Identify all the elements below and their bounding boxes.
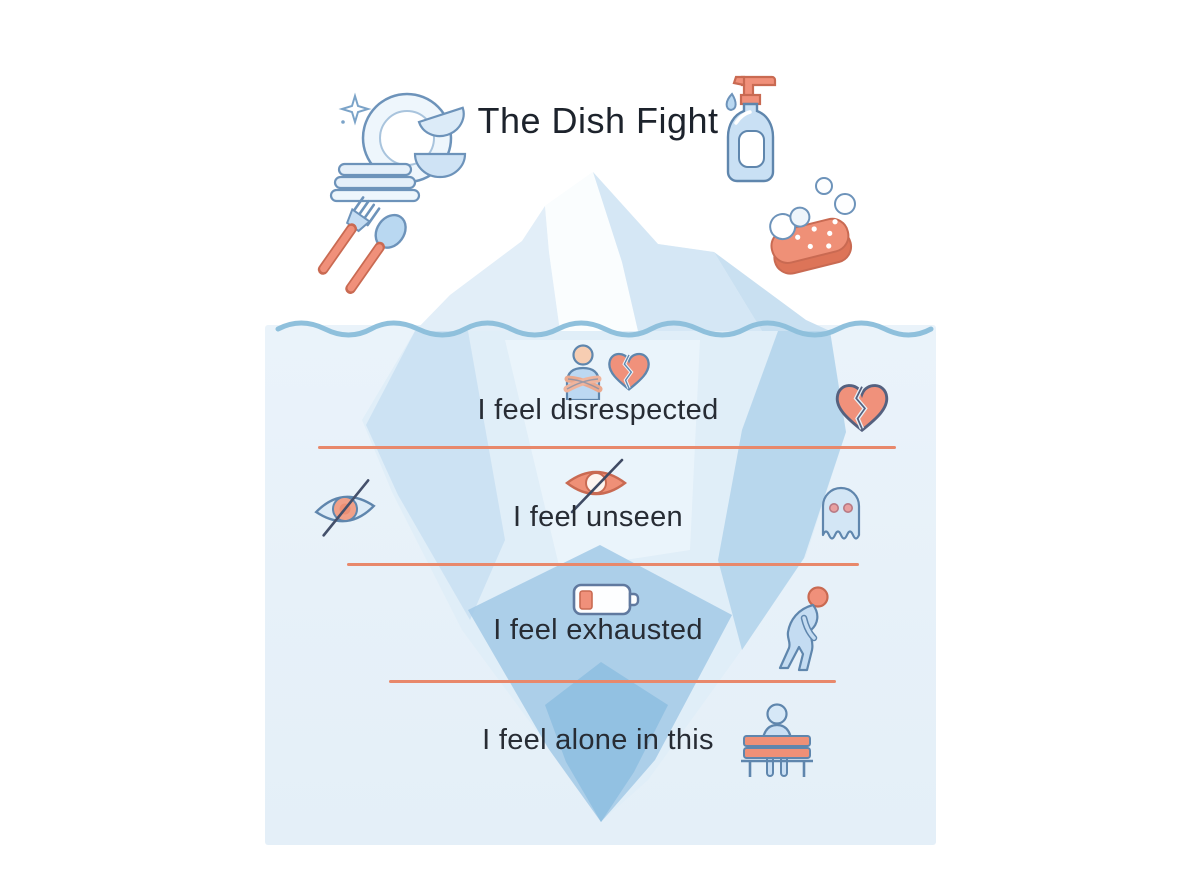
person-crossed-arms-icon <box>563 344 603 400</box>
iceberg-above-water <box>415 172 830 331</box>
page-title: The Dish Fight <box>477 100 719 141</box>
sparkle-icon <box>338 92 372 126</box>
eye-slash-coral-icon <box>565 458 627 514</box>
waterline-wave <box>275 320 934 338</box>
layer-label-unseen: I feel unseen <box>513 501 683 533</box>
eye-slash-blue-icon <box>314 479 376 537</box>
bench-back <box>743 735 811 747</box>
layer-label-alone: I feel alone in this <box>482 724 714 756</box>
layer-divider <box>347 563 859 566</box>
soap-pump <box>740 75 777 99</box>
battery-low-icon <box>572 583 640 616</box>
ghost-icon <box>821 486 861 540</box>
bubble <box>789 206 811 228</box>
layer-divider <box>389 680 836 683</box>
broken-heart-icon <box>835 384 889 433</box>
soap-drop <box>725 92 737 112</box>
bubble <box>815 177 833 195</box>
broken-heart-small-icon <box>608 352 650 391</box>
slumped-person-icon <box>778 586 829 672</box>
bench-back <box>743 747 811 759</box>
layer-label-exhausted: I feel exhausted <box>493 614 703 646</box>
iceberg-below-water <box>362 331 846 822</box>
sponge-icon <box>769 177 856 275</box>
dish-stack-icon <box>329 92 467 203</box>
fork-icon <box>317 196 381 275</box>
layer-divider <box>318 446 896 449</box>
person-on-bench-icon <box>741 703 813 777</box>
layer-label-disrespected: I feel disrespected <box>477 394 719 426</box>
cutlery-icon <box>317 196 407 294</box>
spoon-icon <box>345 213 407 294</box>
bubble <box>834 193 856 215</box>
soap-bottle-icon <box>725 75 777 183</box>
